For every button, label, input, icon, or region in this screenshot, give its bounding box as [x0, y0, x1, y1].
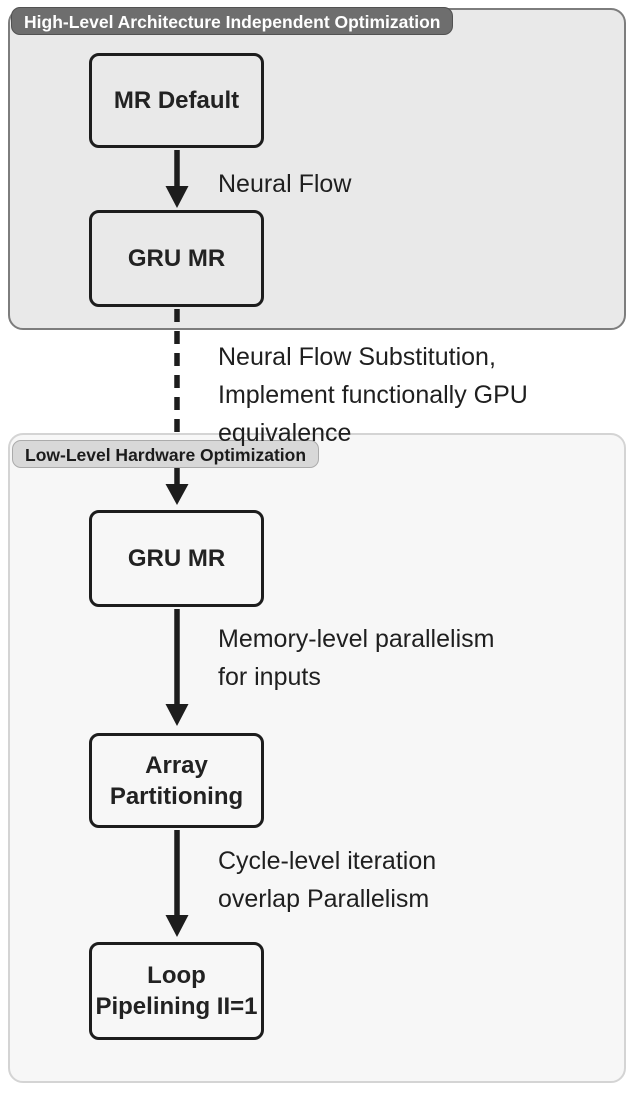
edge-label-memory-line2: for inputs	[218, 663, 321, 691]
node-mr-default: MR Default	[89, 53, 264, 148]
arrow-memory-parallelism	[165, 609, 189, 726]
node-gru-mr-bottom: GRU MR	[89, 510, 264, 607]
arrow-cycle-overlap	[165, 830, 189, 937]
node-array-partitioning: Array Partitioning	[89, 733, 264, 828]
node-mr-default-label: MR Default	[113, 87, 240, 114]
edge-label-neural-flow-text: Neural Flow	[218, 170, 352, 198]
edge-label-substitution-line3: equivalence	[218, 419, 352, 447]
node-loop-pipelining-line2: Pipelining II=1	[95, 993, 258, 1020]
edge-label-memory-line1: Memory-level parallelism	[218, 625, 495, 653]
edge-label-memory-parallelism: Memory-level parallelism for inputs	[218, 620, 494, 696]
node-gru-mr-top: GRU MR	[89, 210, 264, 307]
section-low-level-badge: Low-Level Hardware Optimization	[12, 440, 320, 468]
node-loop-pipelining: Loop Pipelining II=1	[89, 942, 264, 1040]
section-low-level-hardware	[8, 433, 626, 1083]
edge-label-substitution-line2: Implement functionally GPU	[218, 381, 528, 409]
arrow-neural-flow	[165, 150, 189, 208]
edge-label-neural-flow: Neural Flow	[218, 165, 351, 203]
edge-label-cycle-overlap: Cycle-level iteration overlap Parallelis…	[218, 842, 436, 918]
section-high-level-architecture	[8, 8, 626, 330]
edge-label-neural-flow-substitution: Neural Flow Substitution, Implement func…	[218, 338, 528, 452]
node-loop-pipelining-line1: Loop	[147, 962, 206, 989]
edge-label-cycle-line1: Cycle-level iteration	[218, 847, 437, 875]
section-high-level-badge: High-Level Architecture Independent Opti…	[11, 7, 454, 35]
node-gru-mr-top-label: GRU MR	[127, 245, 226, 272]
edge-label-cycle-line2: overlap Parallelism	[218, 885, 430, 913]
node-array-partitioning-line2: Partitioning	[109, 782, 244, 810]
edge-label-substitution-line1: Neural Flow Substitution,	[218, 343, 496, 371]
node-gru-mr-bottom-label: GRU MR	[127, 545, 226, 572]
node-array-partitioning-line1: Array	[145, 751, 208, 779]
